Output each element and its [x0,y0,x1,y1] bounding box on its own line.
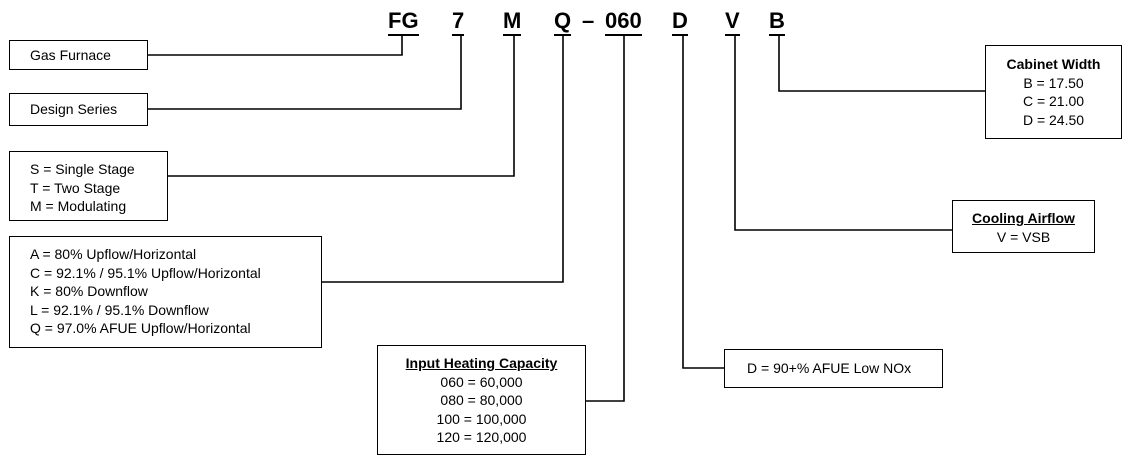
connector-staging [168,35,515,177]
capacity-080: 080 = 80,000 [440,392,523,408]
code-segment-cabinet-width: B [769,9,785,36]
code-segment-fg: FG [388,9,419,36]
cabinet-width-heading: Cabinet Width [1006,56,1101,72]
cooling-airflow-box: Cooling Airflow V = VSB [952,200,1095,253]
nox-label: D = 90+% AFUE Low NOx [747,360,912,376]
configuration-a: A = 80% Upflow/Horizontal [30,246,197,262]
code-segment-staging: M [503,9,522,36]
code-segment-capacity: 060 [605,9,642,36]
connector-capacity [586,35,625,402]
connector-cabinet-width [778,35,985,92]
capacity-100: 100 = 100,000 [436,410,527,427]
cabinet-width-d: D = 24.50 [1022,111,1085,128]
cabinet-width-c: C = 21.00 [1022,93,1085,109]
connector-cooling-airflow [734,35,952,231]
code-segment-nox: D [672,9,688,36]
cabinet-width-b: B = 17.50 [1023,74,1084,91]
design-series-label: Design Series [30,101,118,117]
connector-gas-furnace [148,35,403,56]
gas-furnace-box: Gas Furnace [9,40,148,70]
staging-two: T = Two Stage [30,179,121,196]
configuration-l: L = 92.1% / 95.1% Downflow [30,301,209,318]
configuration-box: A = 80% Upflow/Horizontal C = 92.1% / 95… [9,236,322,348]
input-heating-capacity-box: Input Heating Capacity 060 = 60,000 080 … [377,345,586,455]
configuration-q: Q = 97.0% AFUE Upflow/Horizontal [30,320,251,336]
nox-box: D = 90+% AFUE Low NOx [724,349,943,388]
staging-single: S = Single Stage [30,161,135,177]
design-series-box: Design Series [9,93,148,126]
connector-nox [682,35,724,369]
configuration-c: C = 92.1% / 95.1% Upflow/Horizontal [30,264,261,281]
code-segment-design-series: 7 [452,9,465,36]
connector-design-series [148,35,462,110]
code-segment-configuration: Q [554,9,572,36]
gas-furnace-label: Gas Furnace [30,47,111,63]
staging-modulating: M = Modulating [30,198,127,214]
capacity-060: 060 = 60,000 [440,373,523,390]
connector-configuration [322,35,564,283]
code-dash: – [582,8,595,33]
cabinet-width-box: Cabinet Width B = 17.50 C = 21.00 D = 24… [985,45,1122,139]
cooling-airflow-heading: Cooling Airflow [972,210,1075,226]
code-segment-cooling-airflow: V [725,9,740,36]
staging-box: S = Single Stage T = Two Stage M = Modul… [9,151,168,221]
cooling-airflow-vsb: V = VSB [996,228,1051,245]
input-heating-capacity-heading: Input Heating Capacity [405,355,558,371]
capacity-120: 120 = 120,000 [436,429,527,445]
configuration-k: K = 80% Downflow [30,283,148,299]
